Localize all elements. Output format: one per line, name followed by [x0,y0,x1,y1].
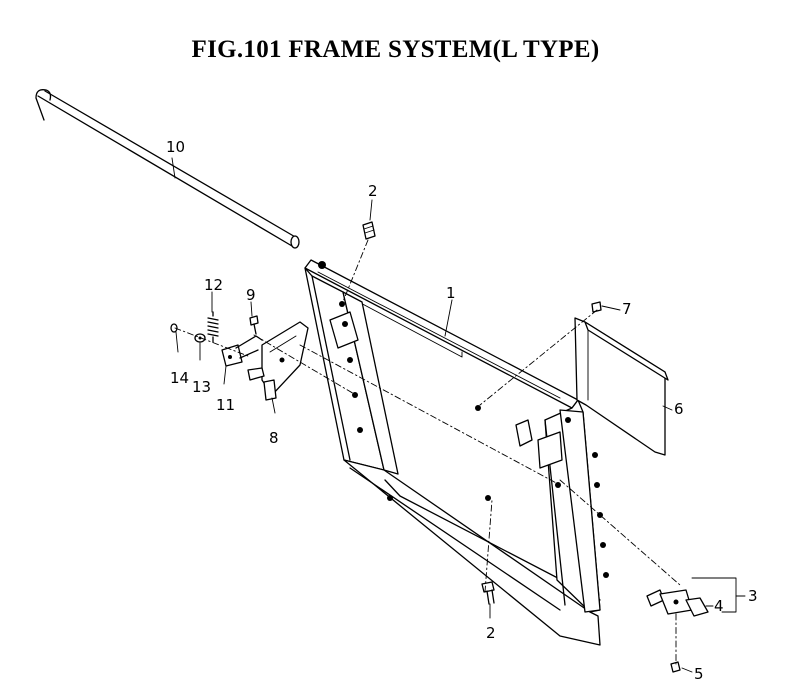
callout-2-bottom: 2 [486,624,496,642]
part-bolt-7 [591,301,602,313]
callout-9: 9 [246,286,256,304]
callout-7: 7 [622,300,632,318]
callout-14: 14 [170,369,189,387]
callout-6: 6 [674,400,684,418]
part-pin [170,323,178,333]
callout-13: 13 [192,378,211,396]
part-main-frame [304,259,609,646]
callout-12: 12 [204,276,223,294]
part-bolt-bottom [481,581,495,605]
part-nut [670,661,681,673]
part-plate [574,317,669,456]
callouts: 10 2 1 7 6 12 9 14 13 11 8 2 3 4 5 [166,138,758,683]
part-rod [35,89,300,249]
callout-2-top: 2 [368,182,378,200]
figure-title: FIG.101 FRAME SYSTEM(L TYPE) [191,36,600,63]
part-caster-assembly [646,589,709,617]
callout-11: 11 [216,396,235,414]
callout-10: 10 [166,138,185,156]
leader-lines [171,157,746,673]
callout-4: 4 [714,597,724,615]
part-bracket [247,321,309,401]
callout-3: 3 [748,587,758,605]
part-small-bolt [249,315,259,335]
part-bolt-top [362,221,376,240]
part-spring [207,311,219,343]
callout-8: 8 [269,429,279,447]
callout-1: 1 [446,284,456,302]
alignment-lines [174,239,681,665]
callout-5: 5 [694,665,704,683]
part-latch [221,335,263,367]
